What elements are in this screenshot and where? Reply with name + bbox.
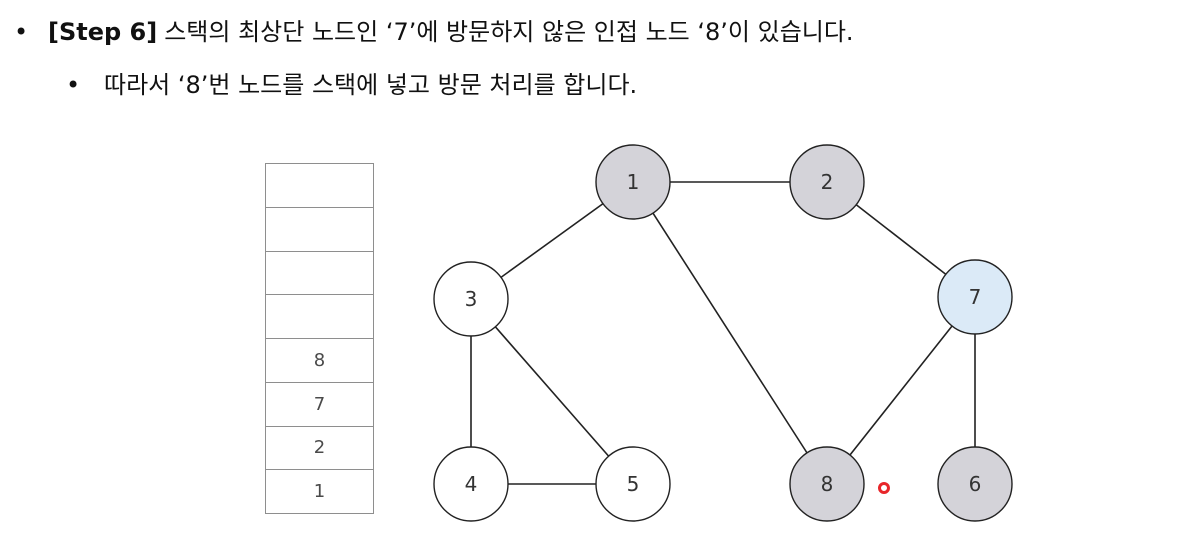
sub-description: • 따라서 ‘8’번 노드를 스택에 넣고 방문 처리를 합니다. xyxy=(66,70,637,100)
node-label: 6 xyxy=(969,472,982,496)
node-7: 7 xyxy=(937,259,1013,335)
node-circle xyxy=(595,144,671,220)
stack-cell: 7 xyxy=(266,383,373,427)
node-label: 5 xyxy=(627,472,640,496)
stack-cell xyxy=(266,208,373,252)
node-circle xyxy=(433,446,509,522)
node-label: 8 xyxy=(821,472,834,496)
bullet: • xyxy=(14,18,29,46)
node-label: 2 xyxy=(821,170,834,194)
nodes: 1 2 3 4 5 6 7 8 xyxy=(433,144,1013,522)
node-circle xyxy=(433,261,509,337)
node-label: 7 xyxy=(969,285,982,309)
node-8: 8 xyxy=(789,446,865,522)
edge-3-5 xyxy=(470,298,634,485)
node-4: 4 xyxy=(433,446,509,522)
node-3: 3 xyxy=(433,261,509,337)
node-circle xyxy=(595,446,671,522)
stack-cell xyxy=(266,252,373,296)
node-label: 1 xyxy=(627,170,640,194)
node-label: 3 xyxy=(465,287,478,311)
stack: 8 7 2 1 xyxy=(265,163,374,514)
node-1: 1 xyxy=(595,144,671,220)
node-circle xyxy=(789,446,865,522)
edge-1-8 xyxy=(632,181,828,485)
stack-cell: 2 xyxy=(266,427,373,471)
stack-cell: 8 xyxy=(266,339,373,383)
node-circle xyxy=(937,259,1013,335)
edge-7-8 xyxy=(826,296,976,485)
cursor-indicator xyxy=(878,482,890,494)
stack-cell xyxy=(266,295,373,339)
sub-text: 따라서 ‘8’번 노드를 스택에 넣고 방문 처리를 합니다. xyxy=(104,71,638,99)
step-text: 스택의 최상단 노드인 ‘7’에 방문하지 않은 인접 노드 ‘8’이 있습니다… xyxy=(164,18,854,46)
step-description: • [Step 6]스택의 최상단 노드인 ‘7’에 방문하지 않은 인접 노드 … xyxy=(14,17,854,47)
node-circle xyxy=(789,144,865,220)
node-label: 4 xyxy=(465,472,478,496)
step-label: [Step 6] xyxy=(48,18,158,46)
node-2: 2 xyxy=(789,144,865,220)
stack-cell: 1 xyxy=(266,470,373,514)
node-5: 5 xyxy=(595,446,671,522)
node-6: 6 xyxy=(937,446,1013,522)
node-circle xyxy=(937,446,1013,522)
stack-cell xyxy=(266,164,373,208)
edges xyxy=(470,181,976,485)
sub-bullet: • xyxy=(66,71,81,99)
